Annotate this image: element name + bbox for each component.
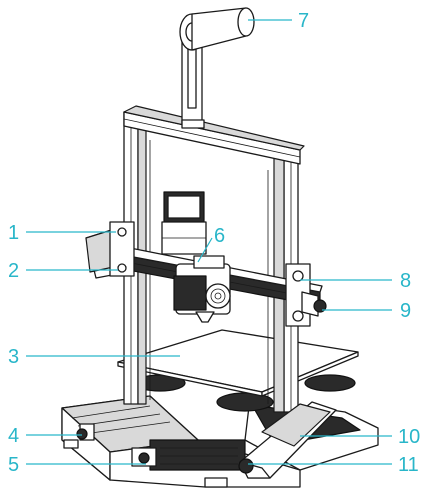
callout-6: 6 [214,225,225,247]
bottom-bracket [131,447,157,467]
callout-10: 10 [398,426,420,448]
leader-6 [197,237,213,263]
callout-7: 7 [298,10,309,32]
right-gantry-bracket [285,263,327,327]
control-box [238,401,337,479]
callout-11: 11 [398,454,419,476]
callout-1: 1 [8,222,19,244]
extruder-motor [161,191,207,255]
callout-9: 9 [400,300,411,322]
spool-holder [179,7,255,129]
y-tensioner [76,423,95,441]
callout-5: 5 [8,454,19,476]
callout-leaders [26,19,392,465]
print-head [173,255,231,323]
callout-numbers: 1 2 3 4 5 6 7 8 9 10 11 [8,10,420,476]
callout-2: 2 [8,260,19,282]
left-gantry-bracket [85,221,135,279]
callout-4: 4 [8,425,19,447]
callout-3: 3 [8,346,19,368]
callout-8: 8 [400,270,411,292]
